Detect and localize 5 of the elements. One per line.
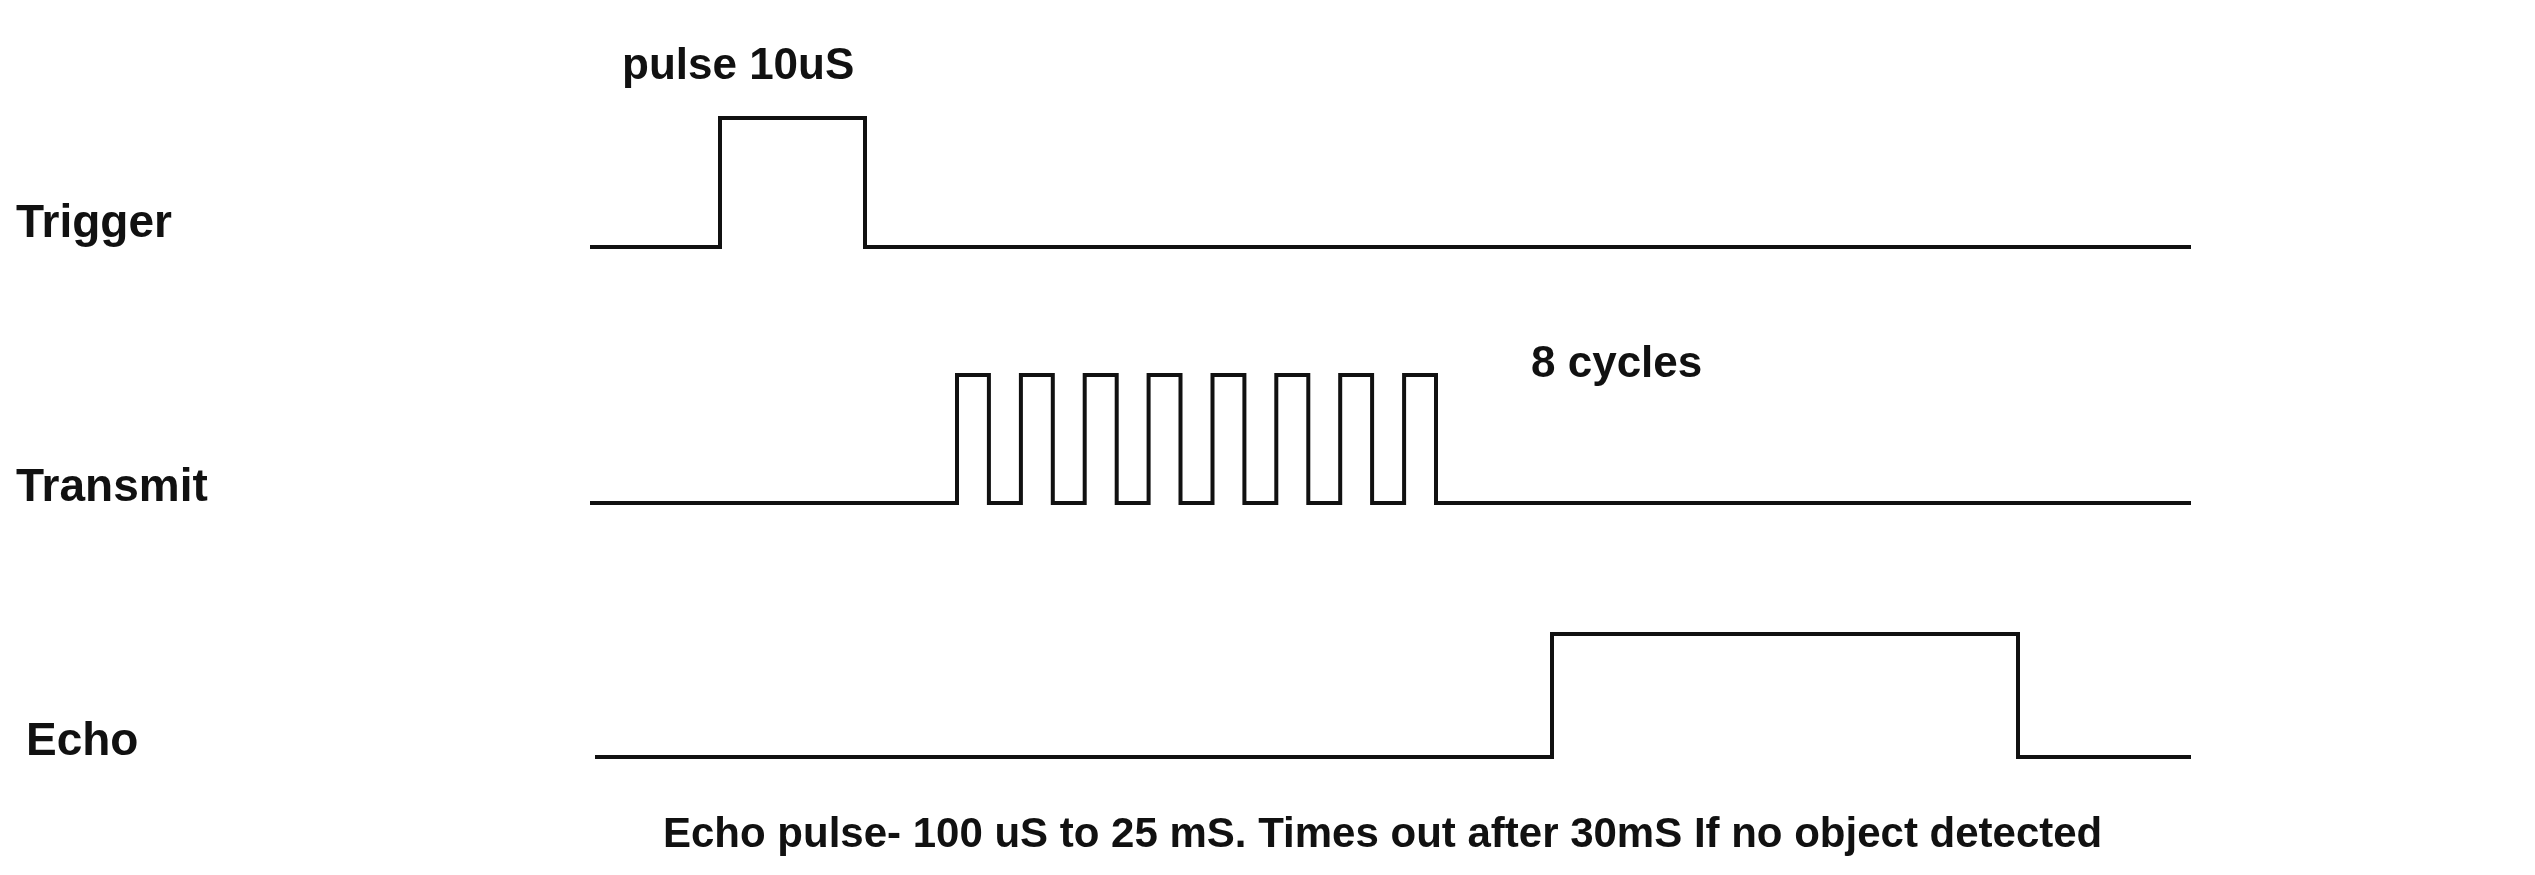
signal-name: Transmit [16,462,208,508]
cycle-count-note: 8 cycles [1531,340,1703,384]
pulse-width-note: pulse 10uS [622,42,855,86]
caption: Echo pulse- 100 uS to 25 mS. Times out after 30mS If no object detected [663,812,2103,854]
signal-name: Echo [26,716,139,762]
